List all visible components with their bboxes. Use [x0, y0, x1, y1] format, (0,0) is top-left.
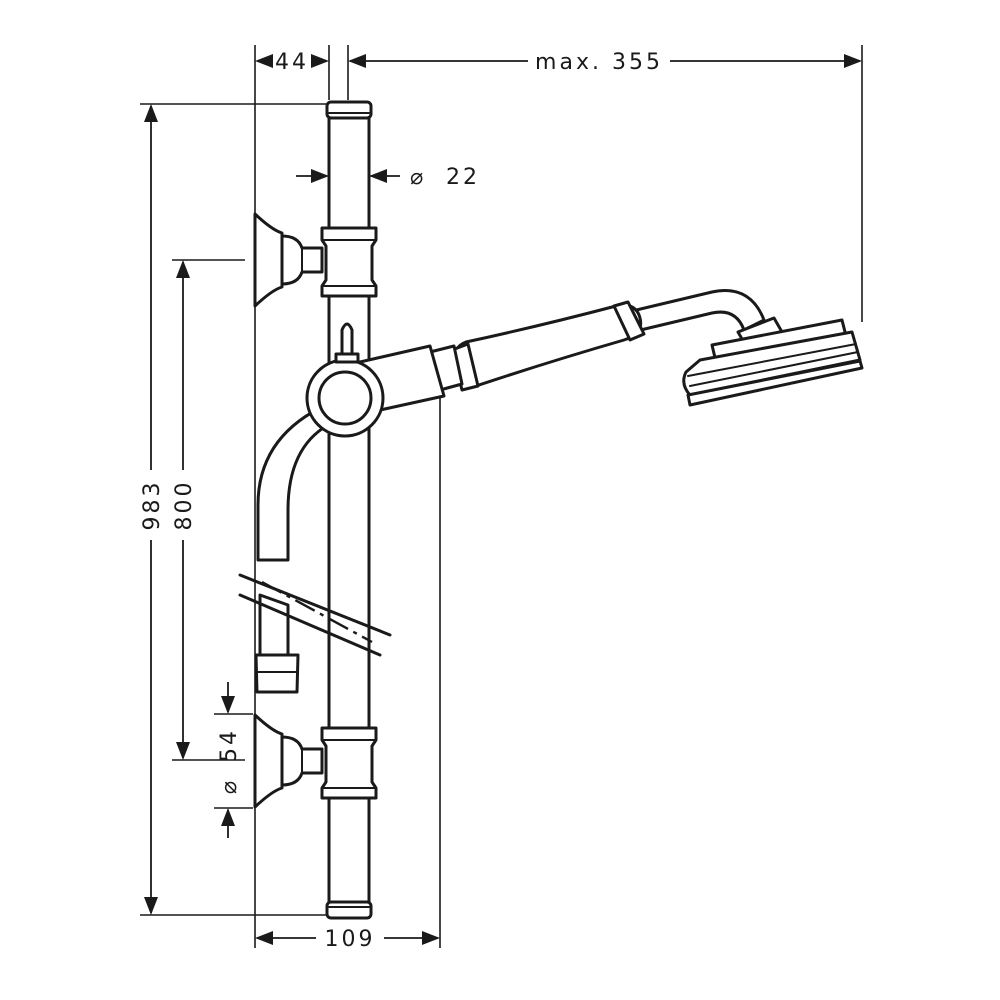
dimension-total-depth: 109 — [255, 927, 440, 952]
dim-arrow — [176, 260, 190, 278]
dim-arrow — [311, 54, 329, 68]
slider-holder — [305, 322, 446, 438]
dim-arrow — [255, 931, 273, 945]
dimension-total-height: 983 — [140, 104, 165, 915]
upper-wall-bracket — [253, 212, 378, 308]
lower-wall-rosette — [253, 713, 284, 809]
dim-arrow — [369, 169, 387, 183]
break-line-bottom — [238, 593, 382, 657]
dim-arrow — [221, 696, 235, 714]
hose-nut — [254, 653, 300, 694]
slider-knob-inner — [317, 370, 373, 426]
dim-label-bracket-spacing: 800 — [172, 480, 197, 531]
dim-arrow — [255, 54, 273, 68]
shower-head-face — [686, 359, 864, 407]
rail-top-cap — [325, 100, 373, 120]
dim-arrow — [311, 169, 329, 183]
dim-label-base-diameter: 54 — [217, 728, 242, 762]
dim-arrow — [844, 54, 862, 68]
dim-arrow — [422, 931, 440, 945]
dim-arrow — [144, 897, 158, 915]
dim-arrow — [144, 104, 158, 122]
shower-handle-grip — [451, 303, 643, 389]
rail-bottom-cap — [325, 900, 373, 920]
shower-neck-tube — [626, 289, 766, 334]
dim-label-rail-diameter: 22 — [446, 165, 480, 190]
dim-label-bracket-offset: 44 — [275, 50, 309, 75]
shower-handle-front-ring — [612, 300, 646, 342]
slider-lever — [340, 322, 354, 356]
slider-lever-base — [334, 352, 360, 364]
shower-head-line-b — [689, 351, 859, 387]
diameter-symbol: ⌀ — [217, 778, 242, 794]
dim-label-total-height: 983 — [140, 480, 165, 531]
break-centerline — [261, 580, 373, 644]
break-mark — [238, 573, 392, 657]
dimension-bracket-offset: 44 — [255, 50, 329, 75]
diameter-symbol: ⌀ — [410, 165, 426, 190]
hand-shower — [428, 289, 864, 407]
upper-wall-rosette — [253, 212, 284, 308]
dim-arrow — [176, 742, 190, 760]
dim-label-max-reach: max. 355 — [535, 50, 663, 75]
extension-lines — [140, 45, 863, 948]
dim-arrow — [221, 808, 235, 826]
dimension-max-reach: max. 355 — [348, 50, 862, 75]
dimension-rail-diameter: ⌀ 22 — [296, 165, 480, 190]
dim-label-total-depth: 109 — [325, 927, 376, 952]
dim-arrow — [348, 54, 366, 68]
dimension-base-diameter: 54 ⌀ — [217, 682, 242, 838]
dimension-bracket-spacing: 800 — [172, 260, 197, 760]
shower-head-line-a — [687, 343, 857, 377]
shower-hose — [254, 406, 330, 694]
hose-curve — [256, 406, 330, 562]
lower-wall-bracket — [253, 713, 378, 809]
